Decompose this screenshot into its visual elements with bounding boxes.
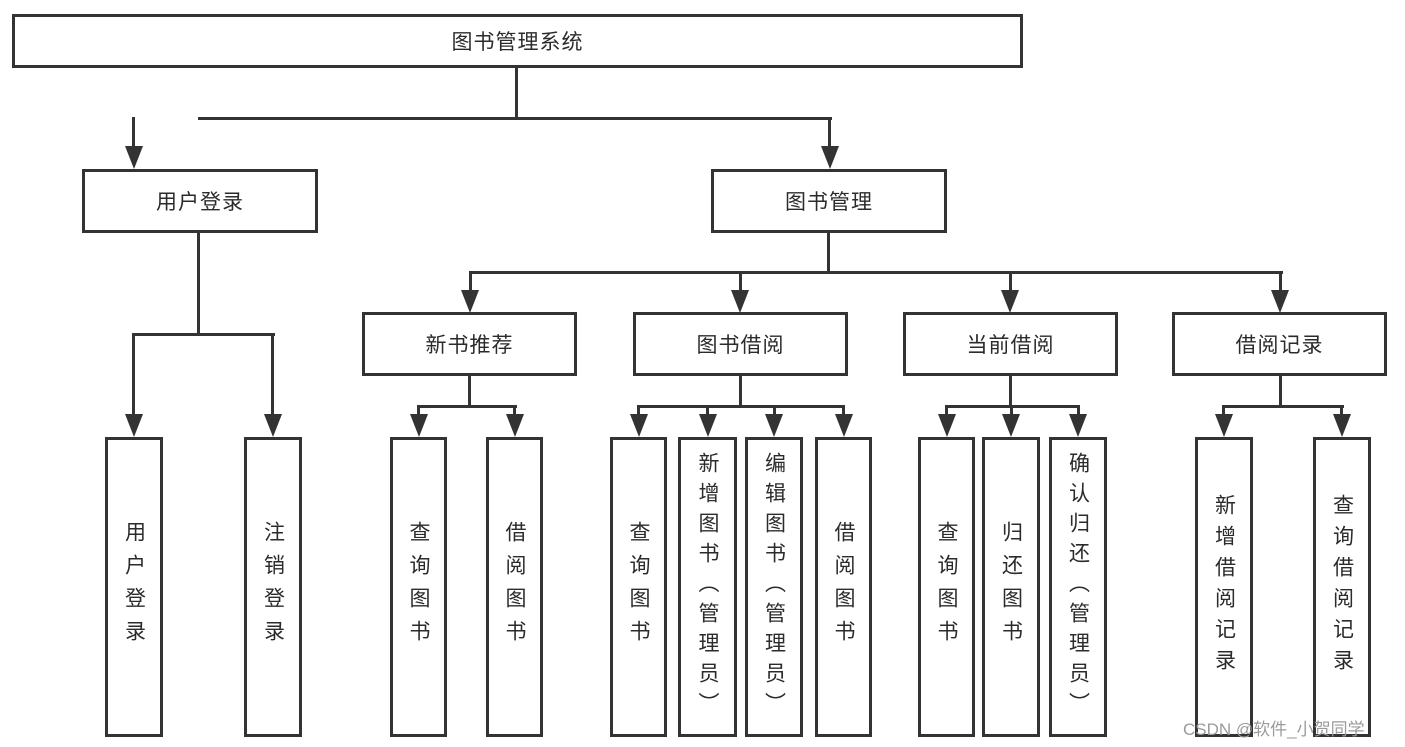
node-book-borrow: 图书借阅 (633, 312, 848, 376)
node-current-borrow: 当前借阅 (903, 312, 1118, 376)
arrow-down-icon (1333, 414, 1351, 437)
connector-line (828, 117, 831, 148)
arrow-down-icon (731, 290, 749, 313)
arrow-down-icon (461, 290, 479, 313)
arrow-down-icon (125, 414, 143, 437)
arrow-down-icon (1069, 414, 1087, 437)
arrow-down-icon (410, 414, 428, 437)
arrow-down-icon (765, 414, 783, 437)
leaf-borrow-query-books: 查询图书 (610, 437, 667, 737)
connector-line (132, 333, 275, 336)
connector-line (1010, 405, 1013, 417)
watermark: CSDN @软件_小贺同学 (1183, 720, 1365, 739)
arrow-down-icon (835, 414, 853, 437)
connector-line (271, 333, 274, 416)
node-book-management: 图书管理 (711, 169, 947, 233)
connector-line (1279, 374, 1282, 408)
connector-line (132, 333, 135, 416)
connector-line (637, 405, 640, 417)
connector-line (1009, 271, 1012, 293)
node-user-login: 用户登录 (82, 169, 318, 233)
arrow-down-icon (821, 146, 839, 169)
connector-line (1009, 374, 1012, 408)
connector-line (739, 271, 742, 293)
arrow-down-icon (1215, 414, 1233, 437)
connector-line (1222, 405, 1225, 417)
leaf-borrow-add-books-admin: 新增图书（管理员） (678, 437, 737, 737)
node-root-system: 图书管理系统 (12, 14, 1023, 68)
leaf-borrow-edit-books-admin: 编辑图书（管理员） (745, 437, 803, 737)
connector-line (945, 405, 948, 417)
arrow-down-icon (264, 414, 282, 437)
connector-line (739, 374, 742, 408)
leaf-current-confirm-return-admin: 确认归还（管理员） (1049, 437, 1107, 737)
leaf-user-login: 用户登录 (105, 437, 163, 737)
connector-line (1077, 405, 1080, 417)
arrow-down-icon (630, 414, 648, 437)
connector-line (842, 405, 845, 417)
leaf-current-return-books: 归还图书 (982, 437, 1040, 737)
connector-line (637, 405, 845, 408)
connector-line (197, 231, 200, 335)
connector-line (1279, 271, 1282, 293)
leaf-records-query-record: 查询借阅记录 (1313, 437, 1371, 737)
connector-line (468, 374, 471, 408)
connector-line (417, 405, 420, 417)
arrow-down-icon (506, 414, 524, 437)
connector-line (417, 405, 517, 408)
connector-line (469, 271, 1283, 274)
arrow-down-icon (125, 146, 143, 169)
connector-line (132, 117, 135, 148)
connector-line (1223, 405, 1344, 408)
leaf-logout: 注销登录 (244, 437, 302, 737)
leaf-records-add-record: 新增借阅记录 (1195, 437, 1253, 737)
connector-line (827, 231, 830, 274)
arrow-down-icon (699, 414, 717, 437)
leaf-newbook-query-books: 查询图书 (390, 437, 447, 737)
arrow-down-icon (1271, 290, 1289, 313)
leaf-newbook-borrow-books: 借阅图书 (486, 437, 543, 737)
connector-line (515, 66, 518, 119)
node-borrow-records: 借阅记录 (1172, 312, 1387, 376)
connector-line (706, 405, 709, 417)
connector-line (513, 405, 516, 417)
connector-line (1340, 405, 1343, 417)
connector-line (773, 405, 776, 417)
node-new-book-recommend: 新书推荐 (362, 312, 577, 376)
leaf-current-query-books: 查询图书 (918, 437, 975, 737)
arrow-down-icon (1002, 414, 1020, 437)
leaf-borrow-borrow-books: 借阅图书 (815, 437, 872, 737)
connector-line (469, 271, 472, 293)
connector-line (198, 117, 832, 120)
arrow-down-icon (938, 414, 956, 437)
arrow-down-icon (1001, 290, 1019, 313)
